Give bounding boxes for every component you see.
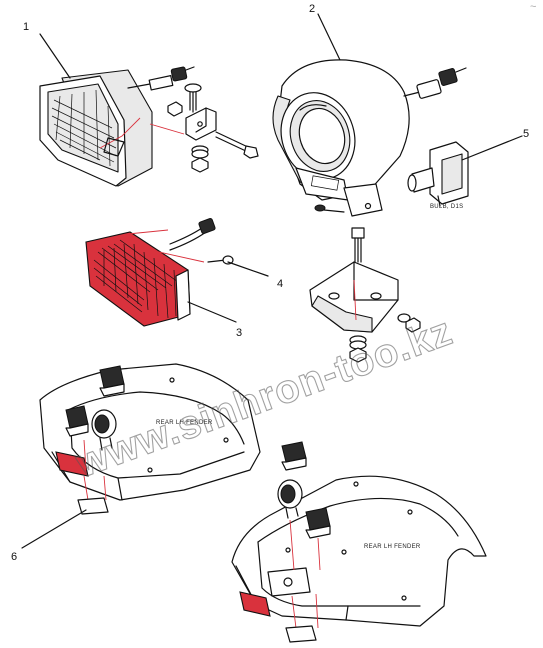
tail-lamp [85, 218, 234, 327]
callout-6: 6 [11, 551, 17, 563]
left-fender: REAR LH FENDER [39, 363, 261, 515]
callout-3: 3 [236, 327, 242, 339]
bulb-d1s: BULB, D1S [407, 141, 469, 210]
fender-label-right: REAR LH FENDER [364, 544, 421, 550]
corner-mark: ~ [530, 1, 536, 13]
round-lamp-bracket [309, 227, 421, 363]
bulb-label: BULB, D1S [430, 204, 463, 210]
work-lamp-rect [39, 66, 195, 187]
work-lamp-round [272, 59, 467, 217]
lamp-1-hardware [149, 83, 259, 173]
fender-label-left: REAR LH FENDER [156, 420, 213, 426]
callout-2: 2 [309, 3, 315, 15]
callout-5: 5 [523, 128, 529, 140]
right-fender: REAR LH FENDER [231, 441, 487, 643]
callout-1: 1 [23, 21, 29, 33]
callout-4: 4 [277, 278, 283, 290]
callout-leaders [21, 13, 523, 549]
